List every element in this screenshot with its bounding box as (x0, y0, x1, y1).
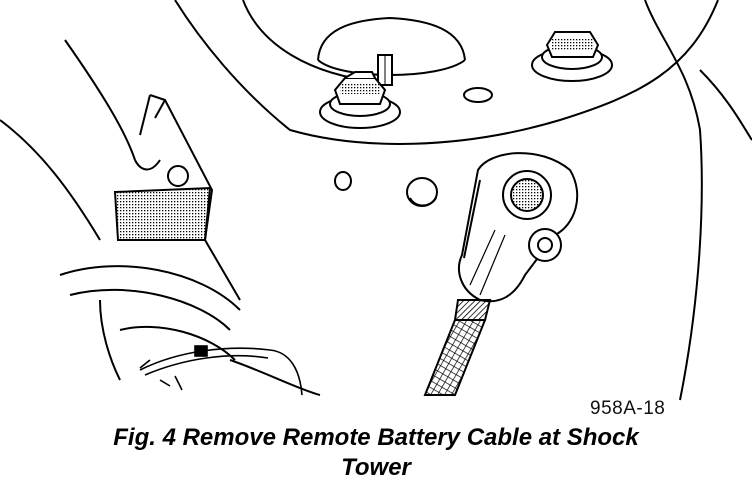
tower-nut-left (319, 71, 401, 129)
caption-line-2: Tower (341, 454, 411, 481)
figure-caption: Fig. 4 Remove Remote Battery Cable at Sh… (0, 423, 752, 483)
bracket-plate (113, 186, 212, 241)
tower-hole-oval (463, 87, 493, 103)
strut-stud (377, 54, 393, 86)
tower-plugs (334, 171, 438, 207)
figure-code: 958A-18 (590, 398, 666, 419)
bracket-bolt (167, 165, 189, 187)
spring-coils (59, 265, 321, 396)
battery-cable-terminal (458, 152, 579, 303)
inner-fender-bracket (0, 39, 241, 301)
wire-harness (139, 345, 303, 396)
battery-cable (423, 299, 492, 396)
tower-nut-right (531, 31, 613, 82)
caption-line-1: Fig. 4 Remove Remote Battery Cable at Sh… (113, 424, 639, 451)
